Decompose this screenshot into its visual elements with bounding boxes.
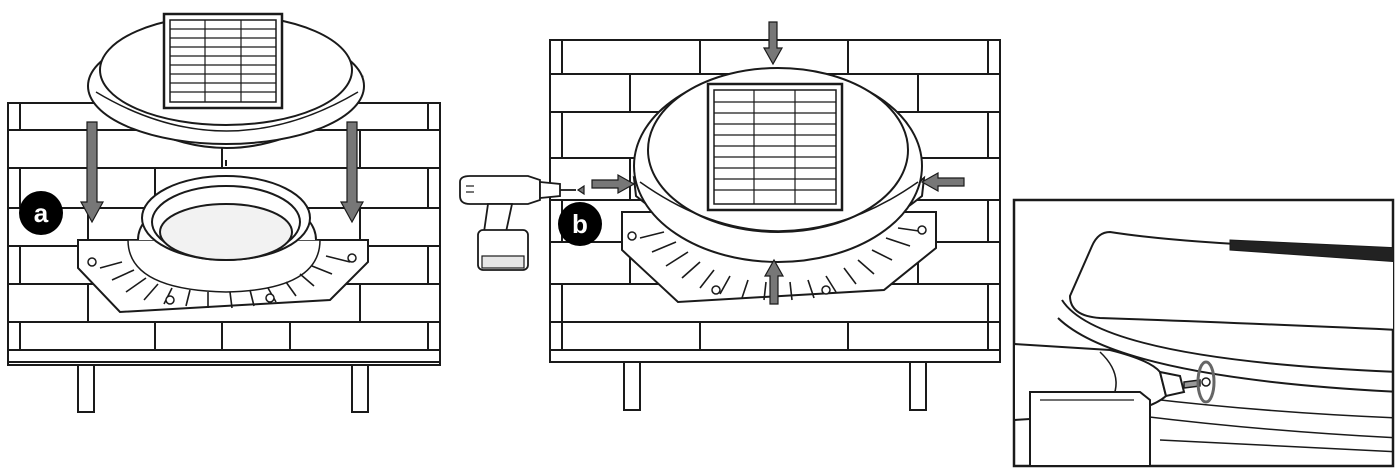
roof-support-legs — [77, 361, 369, 413]
step-badge-b: b — [558, 202, 602, 246]
solar-panel-icon — [162, 12, 284, 110]
detail-inset — [1012, 198, 1395, 468]
down-arrow-icon — [79, 121, 365, 224]
cordless-drill-icon — [1014, 342, 1186, 466]
down-arrow-icon — [762, 21, 784, 66]
panel-b: b — [459, 21, 1001, 411]
roof-support-legs — [623, 361, 927, 411]
step-label-a: a — [34, 198, 49, 228]
panel-a: a — [7, 12, 441, 413]
left-arrow-icon — [920, 171, 965, 193]
screw-icon — [1183, 360, 1216, 404]
screw-icon — [576, 184, 585, 196]
solar-vent-icon — [1057, 230, 1393, 393]
cordless-drill-icon — [459, 175, 576, 271]
step-label-b: b — [572, 209, 588, 239]
flashing-collar-icon — [77, 175, 369, 314]
step-badge-a: a — [19, 191, 63, 235]
up-arrow-icon — [763, 258, 785, 305]
right-arrow-icon — [591, 173, 636, 195]
solar-panel-icon — [706, 82, 844, 212]
